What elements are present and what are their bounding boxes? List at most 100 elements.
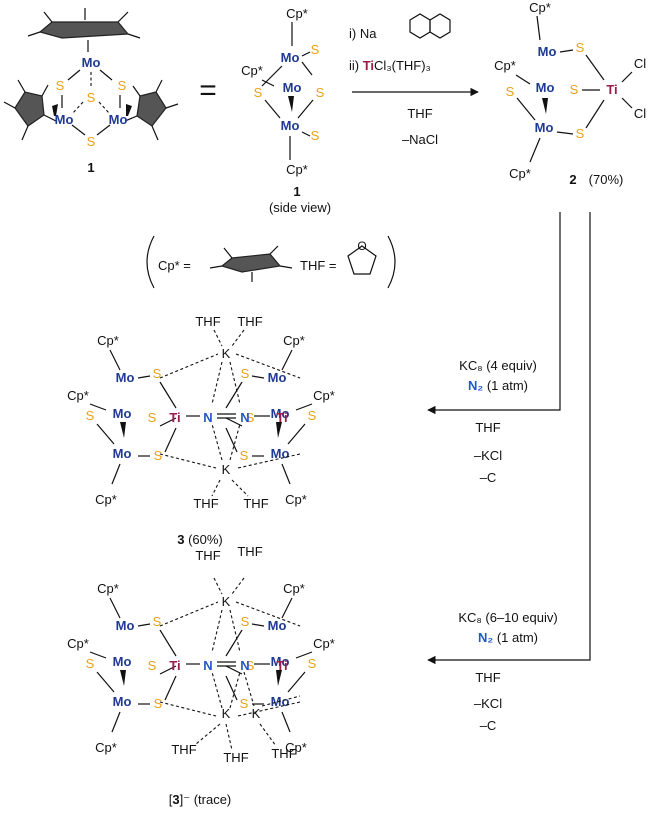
bond [225, 665, 243, 675]
step3-reagent: KC₈ (6–10 equiv) [458, 610, 557, 625]
cp-label: Cp* [67, 388, 89, 403]
bond [231, 577, 245, 595]
wedge-bond [276, 670, 282, 686]
bond [225, 427, 238, 453]
bond [137, 375, 151, 379]
compound-1-side-label: 1 [293, 184, 300, 199]
dimer-s-inner: S [246, 658, 255, 673]
bond [225, 675, 238, 701]
bond [159, 701, 217, 717]
step2-byproduct-2: –C [480, 470, 497, 485]
dimer-s-bottom: S [154, 448, 163, 463]
dimer-mo-mid: Mo [271, 406, 290, 421]
bond [229, 361, 241, 405]
cp-label: Cp* [313, 636, 335, 651]
compound-1-side-view: Cp* Mo S Cp* S Mo S Mo S Cp* 1 (side vie… [241, 6, 331, 215]
thf-label: THF [223, 750, 248, 765]
bond [235, 353, 301, 379]
side-s-right: S [316, 85, 325, 100]
bond [213, 577, 223, 595]
bond [235, 601, 301, 627]
dimer-mo-mid: Mo [271, 654, 290, 669]
step3-byproduct-2: –C [480, 718, 497, 733]
dimer-k-bottom: K [222, 462, 231, 477]
c2-mo-top: Mo [538, 44, 557, 59]
bond [211, 609, 223, 653]
bond [195, 723, 221, 745]
step1-reagent-ii: ii) TiCl₃(THF)₃ [349, 58, 431, 73]
dimer-k-top: K [222, 346, 231, 361]
dimer-mo-top: Mo [116, 370, 135, 385]
side-s-top: S [311, 42, 320, 57]
dimer-n-left: N [203, 658, 212, 673]
bond [164, 675, 177, 701]
bond [251, 623, 265, 627]
bond [159, 417, 177, 427]
step1-byproduct: –NaCl [402, 132, 438, 147]
cp-label: Cp* [286, 162, 308, 177]
equals-sign: = [199, 74, 217, 107]
step3-byproduct-1: –KCl [474, 696, 502, 711]
thf-label: THF [243, 496, 268, 511]
bond [225, 629, 243, 657]
dimer-n-right: N [240, 410, 249, 425]
side-mo-top: Mo [281, 50, 300, 65]
dimer-s-inner: S [246, 410, 255, 425]
thf-label: THF [237, 544, 262, 559]
thf-oxygen: O [357, 239, 366, 253]
bond [159, 629, 177, 657]
bond [111, 711, 121, 733]
naphthalene-icon [409, 13, 451, 39]
thf-ring-icon: O [347, 239, 377, 275]
dimer-s-bottom: S [240, 448, 249, 463]
dimer-s-left: S [308, 408, 317, 423]
cp-label: Cp* [283, 333, 305, 348]
dimer-mo-mid: Mo [113, 406, 132, 421]
side-s-left: S [254, 85, 263, 100]
step1-solvent: THF [407, 106, 432, 121]
bond [281, 463, 291, 485]
compound-1-label: 1 [87, 160, 94, 175]
dimer-s-top: S [153, 366, 162, 381]
bond [159, 381, 177, 409]
bond [89, 651, 107, 659]
side-s-bottom: S [311, 128, 320, 143]
cp-label: Cp* [95, 740, 117, 755]
cp-label: Cp* [285, 492, 307, 507]
legend-cp-def: Cp* = [158, 258, 191, 273]
bond [111, 463, 121, 485]
dimer-ti-right: Ti [276, 658, 287, 673]
step3-arrow [427, 212, 591, 665]
c2-s-top: S [576, 40, 585, 55]
bond [164, 427, 177, 453]
bond [231, 329, 245, 347]
c2-s-bottom: S [576, 126, 585, 141]
cp-ring-left-icon [3, 79, 57, 141]
dimer-mo-bottom: Mo [113, 446, 132, 461]
step2-conditions: KC₈ (4 equiv) N₂ (1 atm) THF –KCl –C [427, 212, 561, 485]
c2-s-left: S [506, 84, 515, 99]
cp-label: Cp* [509, 166, 531, 181]
bond [211, 671, 223, 709]
bond [259, 723, 277, 747]
bond [225, 723, 233, 751]
bond [96, 671, 115, 693]
step3-solvent: THF [475, 670, 500, 685]
cp-label: Cp* [286, 6, 308, 21]
step2-solvent: THF [475, 420, 500, 435]
dimer-n-right: N [240, 658, 249, 673]
bond [159, 353, 219, 379]
side-mo-bottom: Mo [281, 118, 300, 133]
cp-ring-legend-icon [209, 245, 293, 282]
bond [96, 423, 115, 445]
bond [229, 609, 241, 653]
bond [295, 651, 313, 659]
bond [281, 349, 293, 371]
step3-conditions: KC₈ (6–10 equiv) N₂ (1 atm) THF –KCl –C [427, 212, 591, 733]
dimer-mo-mid: Mo [113, 654, 132, 669]
cp-label: Cp* [283, 581, 305, 596]
bond [295, 403, 313, 411]
